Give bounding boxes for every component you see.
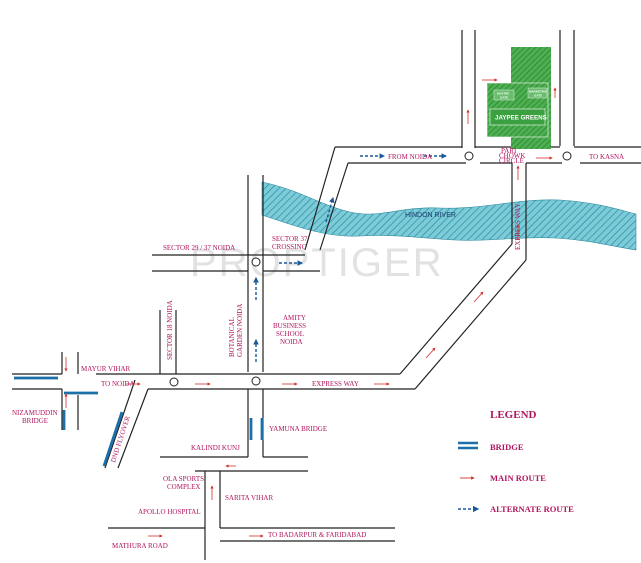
- marketing-gate-label-2: GATE: [534, 94, 542, 98]
- kasna-gate-label-1: KASTRE: [497, 92, 509, 96]
- label-sector-29-37: SECTOR 29 / 37 NOIDA: [163, 244, 235, 252]
- label-ola-1: OLA SPORTS: [163, 475, 204, 483]
- label-pari-chowk-3: CIRCLE: [499, 157, 524, 165]
- label-pari-chowk-2: CHOWK: [499, 152, 525, 160]
- hindon-river-label: HINDON RIVER: [405, 212, 456, 219]
- label-botanical-1: BOTANICAL: [228, 317, 236, 357]
- bridges: [14, 376, 264, 467]
- label-from-noida: FROM NOIDA: [388, 153, 432, 161]
- label-sector-37-crossing-2: CROSSING: [272, 243, 307, 251]
- legend-title: LEGEND: [490, 409, 537, 421]
- legend-bridge-label: BRIDGE: [490, 442, 524, 452]
- legend-main-route-label: MAIN ROUTE: [490, 473, 546, 483]
- label-to-kasna: TO KASNA: [589, 153, 624, 161]
- label-botanical-2: GARDEN NOIDA: [236, 304, 244, 357]
- label-nizamuddin-1: NIZAMUDDIN: [12, 409, 58, 417]
- label-amity-4: NOIDA: [280, 338, 303, 346]
- label-expressway-horizontal: EXPRESS WAY: [312, 380, 359, 388]
- marketing-gate-label-1: MARKETING: [529, 90, 548, 94]
- hindon-river: [261, 181, 637, 251]
- jaypee-greens-label: JAYPEE GREENS: [495, 115, 547, 122]
- label-to-badarpur: TO BADARPUR & FARIDABAD: [268, 531, 366, 539]
- label-sector-18: SECTOR 18 NOIDA: [166, 300, 174, 360]
- label-pari-chowk-1: PARI: [501, 147, 517, 155]
- label-sector-37-crossing-1: SECTOR 37: [272, 235, 308, 243]
- main-route-arrows: [64, 78, 557, 538]
- alternate-route-arrows: [253, 153, 448, 362]
- label-expressway-vertical: EXPRESS WAY: [514, 203, 522, 250]
- label-amity-2: BUSINESS: [273, 322, 306, 330]
- jaypee-greens-block: JAYPEE GREENS KASTRE GATE MARKETING GATE: [486, 47, 551, 149]
- label-kalindi-kunj: KALINDI KUNJ: [191, 444, 240, 452]
- label-yamuna-bridge: YAMUNA BRIDGE: [269, 425, 327, 433]
- label-nizamuddin-2: BRIDGE: [22, 417, 48, 425]
- watermark: PROPTIGER: [190, 241, 444, 285]
- roundabouts: [169, 151, 572, 387]
- legend-alternate-route-label: ALTERNATE ROUTE: [490, 504, 574, 514]
- label-amity-1: AMITY: [283, 314, 306, 322]
- label-amity-3: SCHOOL: [276, 330, 304, 338]
- label-apollo: APOLLO HOSPITAL: [138, 508, 201, 516]
- label-ola-2: COMPLEX: [167, 483, 200, 491]
- label-mathura-road: MATHURA ROAD: [112, 542, 168, 550]
- label-mayur-vihar: MAYUR VIHAR: [81, 365, 131, 373]
- legend: LEGEND BRIDGE MAIN ROUTE ALTERNATE ROUTE: [458, 409, 574, 514]
- label-to-noida: TO NOIDA: [101, 380, 135, 388]
- label-sarita-vihar: SARITA VIHAR: [225, 494, 273, 502]
- kasna-gate-label-2: GATE: [500, 96, 508, 100]
